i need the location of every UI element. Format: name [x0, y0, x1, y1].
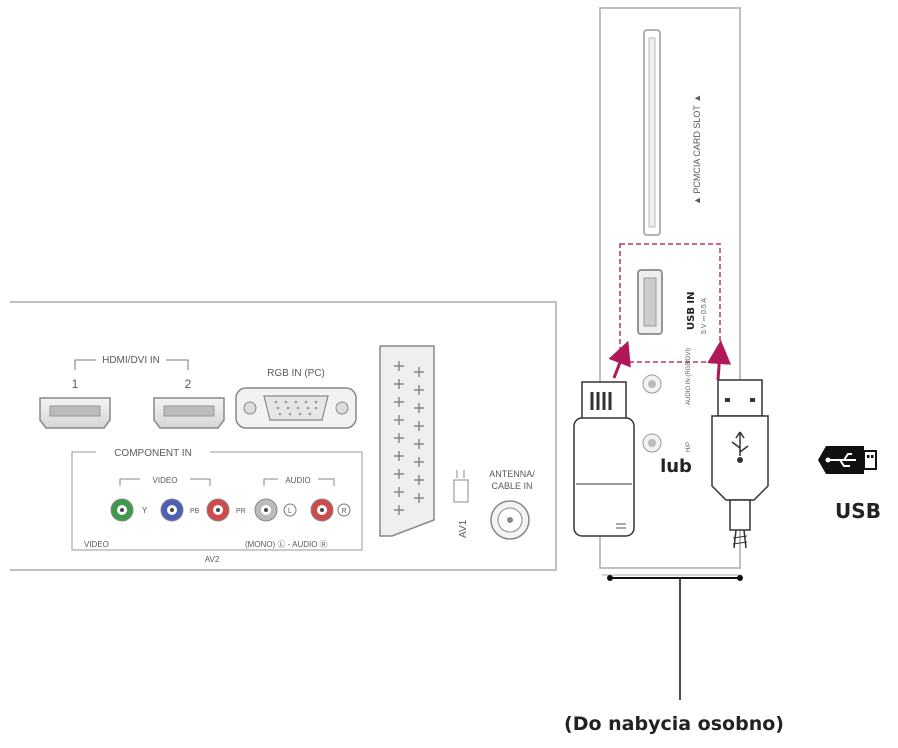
pcmcia-label: ▲ PCMCIA CARD SLOT ▲ — [692, 94, 702, 205]
rgb-in-port[interactable] — [235, 387, 357, 429]
hdmi-dvi-label: HDMI/DVI IN — [102, 355, 160, 366]
av2-label: AV2 — [205, 555, 220, 564]
side-panel: ▲ PCMCIA CARD SLOT ▲ USB IN 5 V ⎓ 0.5 A … — [599, 7, 742, 576]
av1-marker — [453, 470, 469, 503]
antenna-port[interactable] — [490, 500, 530, 540]
usb-rating-label: 5 V ⎓ 0.5 A — [701, 298, 708, 334]
hp-label: H/P — [686, 442, 692, 452]
audio-l-jack[interactable] — [254, 498, 278, 522]
arrow-usb-cable — [707, 340, 732, 381]
usb-in-port[interactable] — [637, 269, 663, 335]
headphone-jack[interactable] — [642, 433, 662, 453]
video-label: VIDEO — [153, 476, 178, 485]
r-label: R — [341, 508, 346, 515]
av1-label: AV1 — [458, 519, 469, 538]
antenna-label-line1: ANTENNA/ — [489, 469, 535, 479]
pr-label: PR — [236, 508, 246, 515]
video-bottom-label: VIDEO — [84, 540, 109, 549]
l-label: L — [288, 508, 292, 515]
pb-jack[interactable] — [160, 498, 184, 522]
usb-trident-icon — [731, 431, 749, 456]
usb-memory-stick — [573, 381, 635, 537]
audio-in-label: AUDIO IN (RGB/DVI) — [686, 348, 692, 405]
caption: (Do nabycia osobno) — [564, 713, 784, 735]
audio-label: AUDIO — [285, 476, 310, 485]
hdmi-bracket — [74, 359, 189, 370]
arrow-memory-stick — [608, 340, 631, 379]
scart-port[interactable] — [379, 345, 435, 537]
pr-jack[interactable] — [206, 498, 230, 522]
audio-in-jack[interactable] — [642, 374, 662, 394]
pb-label: PB — [190, 508, 200, 515]
usb-label: USB — [835, 499, 881, 523]
rear-panel: HDMI/DVI IN 1 2 RGB IN (PC) COMPONENT IN… — [10, 301, 557, 571]
hdmi-port-1-label: 1 — [72, 377, 79, 391]
y-label: Y — [142, 506, 148, 515]
usb-cable — [711, 379, 769, 549]
mono-audio-label: (MONO) Ⓛ - AUDIO Ⓡ — [245, 540, 328, 549]
usb-highlight — [619, 243, 721, 363]
y-jack[interactable] — [110, 498, 134, 522]
audio-r-jack[interactable] — [310, 498, 334, 522]
usb-symbol-icon — [818, 446, 877, 474]
usb-in-label: USB IN — [686, 291, 697, 330]
hdmi-port-2-label: 2 — [185, 377, 192, 391]
rgb-in-label: RGB IN (PC) — [267, 368, 325, 379]
antenna-label-line2: CABLE IN — [491, 481, 532, 491]
component-in-label: COMPONENT IN — [114, 448, 192, 459]
or-label: lub — [660, 456, 692, 477]
